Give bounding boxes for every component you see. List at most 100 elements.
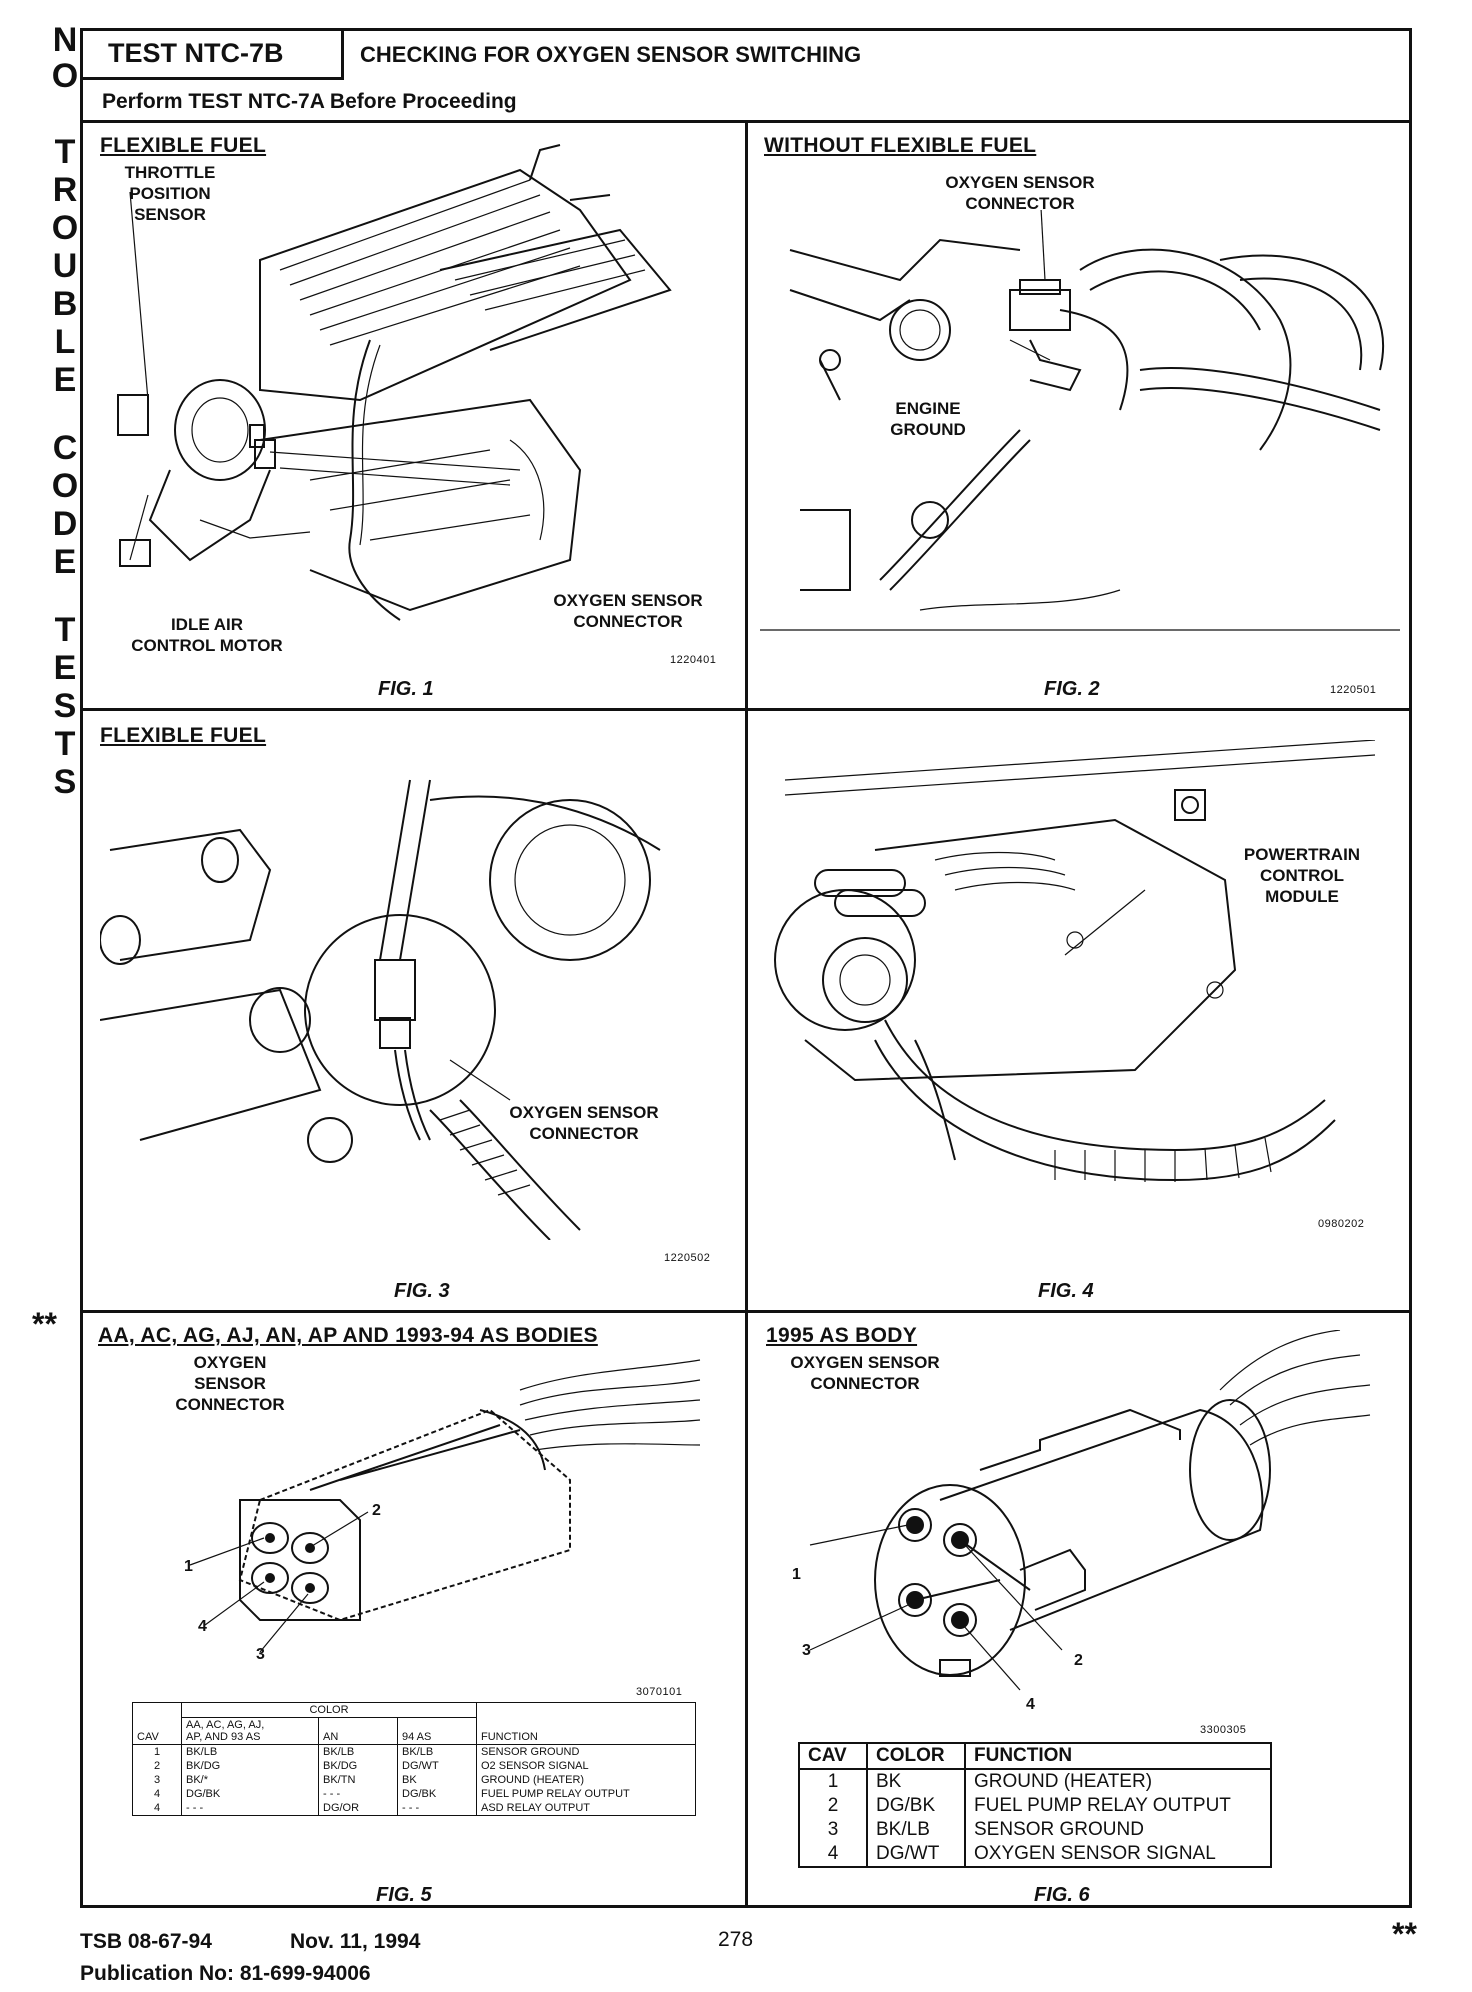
table-row: 3 BK/LB SENSOR GROUND xyxy=(798,1818,1272,1842)
table-cell: O2 SENSOR SIGNAL xyxy=(476,1759,696,1773)
pcm-illustration xyxy=(774,740,1376,1182)
table-cell: BK/DG xyxy=(181,1759,319,1773)
center-divider xyxy=(745,120,748,1908)
table-row: 4 DG/BK - - - DG/BK FUEL PUMP RELAY OUTP… xyxy=(132,1787,696,1801)
table-cell: BK/LB xyxy=(397,1744,477,1759)
table-cell: 4 xyxy=(798,1842,868,1868)
fig5-pin-3: 3 xyxy=(256,1646,265,1663)
banner-letter: E xyxy=(53,361,77,399)
table-cell: SENSOR GROUND xyxy=(476,1744,696,1759)
table-cell: SENSOR GROUND xyxy=(964,1818,1272,1842)
table-cell: 4 xyxy=(132,1801,182,1816)
row-divider-1 xyxy=(80,708,1412,711)
fig2-caption: FIG. 2 xyxy=(1044,678,1100,700)
table-cell: - - - xyxy=(318,1787,398,1801)
pcm-callout: POWERTRAIN CONTROL MODULE xyxy=(1243,845,1361,906)
table-cell: 2 xyxy=(132,1759,182,1773)
banner-letter: N xyxy=(52,21,78,59)
fig5-caption: FIG. 5 xyxy=(376,1884,432,1906)
table-cell: DG/BK xyxy=(181,1787,319,1801)
table-cell: 3 xyxy=(798,1818,868,1842)
fig5-number: 3070101 xyxy=(636,1686,683,1698)
col-header: FUNCTION xyxy=(476,1717,696,1745)
banner-letter: T xyxy=(54,611,76,649)
fig6-heading: 1995 AS BODY xyxy=(766,1324,918,1347)
table-row: 1 BK GROUND (HEATER) xyxy=(798,1768,1272,1794)
table-cell xyxy=(476,1702,696,1718)
fig6-number: 3300305 xyxy=(1200,1724,1247,1736)
table-cell: BK/TN xyxy=(318,1773,398,1787)
banner-letter: S xyxy=(53,687,77,725)
col-header: CAV xyxy=(132,1717,182,1745)
fig3-caption: FIG. 3 xyxy=(394,1280,450,1302)
banner-letter: C xyxy=(52,429,78,467)
col-header: 94 AS xyxy=(397,1717,477,1745)
fig2-o2-callout: OXYGEN SENSOR CONNECTOR xyxy=(945,173,1095,213)
fig5-pin-4: 4 xyxy=(198,1618,207,1635)
engine-ground-callout: ENGINE GROUND xyxy=(890,399,966,439)
col-header: AA, AC, AG, AJ, AP, AND 93 AS xyxy=(181,1717,319,1745)
fig5-wiring-table: COLOR CAV AA, AC, AG, AJ, AP, AND 93 AS … xyxy=(132,1702,696,1816)
table-row: 4 DG/WT OXYGEN SENSOR SIGNAL xyxy=(798,1842,1272,1868)
fig3-heading: FLEXIBLE FUEL xyxy=(100,724,267,747)
banner-letter: T xyxy=(54,725,76,763)
table-cell: 3 xyxy=(132,1773,182,1787)
fig5-heading: AA, AC, AG, AJ, AN, AP AND 1993-94 AS BO… xyxy=(98,1324,598,1347)
table-cell: BK/LB xyxy=(181,1744,319,1759)
table-cell: DG/WT xyxy=(397,1759,477,1773)
page-number: 278 xyxy=(718,1928,754,1951)
tsb-date: Nov. 11, 1994 xyxy=(290,1930,421,1953)
fig6-pin-2: 2 xyxy=(1074,1652,1083,1669)
table-cell: 4 xyxy=(132,1787,182,1801)
banner-letter: B xyxy=(52,285,78,323)
connector-closeup-illustration xyxy=(100,779,661,1240)
banner-letter: O xyxy=(51,209,79,247)
table-cell: BK/DG xyxy=(318,1759,398,1773)
tps-callout: THROTTLE POSITION SENSOR xyxy=(124,163,216,224)
col-header: COLOR xyxy=(866,1742,966,1770)
engine-illustration xyxy=(117,144,672,621)
fig3-o2-callout: OXYGEN SENSOR CONNECTOR xyxy=(509,1103,659,1143)
iac-callout: IDLE AIR CONTROL MOTOR xyxy=(131,615,283,655)
fig1-number: 1220401 xyxy=(670,654,717,666)
round-connector-illustration xyxy=(809,1330,1371,1691)
table-cell: BK/* xyxy=(181,1773,319,1787)
engine-ground-illustration xyxy=(760,210,1400,631)
table-cell: ASD RELAY OUTPUT xyxy=(476,1801,696,1816)
banner-letter: T xyxy=(54,133,76,171)
table-row: 2 DG/BK FUEL PUMP RELAY OUTPUT xyxy=(798,1794,1272,1818)
banner-letter: E xyxy=(53,649,77,687)
fig2-number: 1220501 xyxy=(1330,684,1377,696)
table-cell: BK xyxy=(866,1768,966,1794)
table-cell xyxy=(132,1702,182,1718)
revision-marker-left: ** xyxy=(32,1306,57,1342)
table-cell: GROUND (HEATER) xyxy=(964,1768,1272,1794)
fig5-pin-1: 1 xyxy=(184,1558,193,1575)
tsb-number: TSB 08-67-94 xyxy=(80,1930,212,1953)
table-row: 1 BK/LB BK/LB BK/LB SENSOR GROUND xyxy=(132,1744,696,1759)
color-group-header: COLOR xyxy=(181,1702,477,1718)
table-row: 2 BK/DG BK/DG DG/WT O2 SENSOR SIGNAL xyxy=(132,1759,696,1773)
col-header: FUNCTION xyxy=(964,1742,1272,1770)
table-row: 4 - - - DG/OR - - - ASD RELAY OUTPUT xyxy=(132,1801,696,1816)
row-divider-2 xyxy=(80,1310,1412,1313)
fig6-connector-callout: OXYGEN SENSOR CONNECTOR xyxy=(790,1353,940,1393)
fig6-caption: FIG. 6 xyxy=(1034,1884,1090,1906)
table-cell: GROUND (HEATER) xyxy=(476,1773,696,1787)
table-cell: FUEL PUMP RELAY OUTPUT xyxy=(476,1787,696,1801)
fig6-wiring-table: CAV COLOR FUNCTION 1 BK GROUND (HEATER) … xyxy=(798,1742,1272,1868)
fig6-pin-4: 4 xyxy=(1026,1696,1035,1713)
banner-letter: O xyxy=(51,57,79,95)
table-cell: DG/WT xyxy=(866,1842,966,1868)
banner-letter: O xyxy=(51,467,79,505)
banner-letter: D xyxy=(52,505,78,543)
fig1-heading: FLEXIBLE FUEL xyxy=(100,134,267,157)
banner-letter: S xyxy=(53,763,77,801)
col-header: CAV xyxy=(798,1742,868,1770)
fig5-connector-callout: OXYGEN SENSOR CONNECTOR xyxy=(175,1353,285,1414)
banner-letter: L xyxy=(54,323,76,361)
table-cell: - - - xyxy=(181,1801,319,1816)
table-cell: BK/LB xyxy=(866,1818,966,1842)
test-id: TEST NTC-7B xyxy=(108,38,284,68)
revision-marker-right: ** xyxy=(1392,1916,1417,1952)
